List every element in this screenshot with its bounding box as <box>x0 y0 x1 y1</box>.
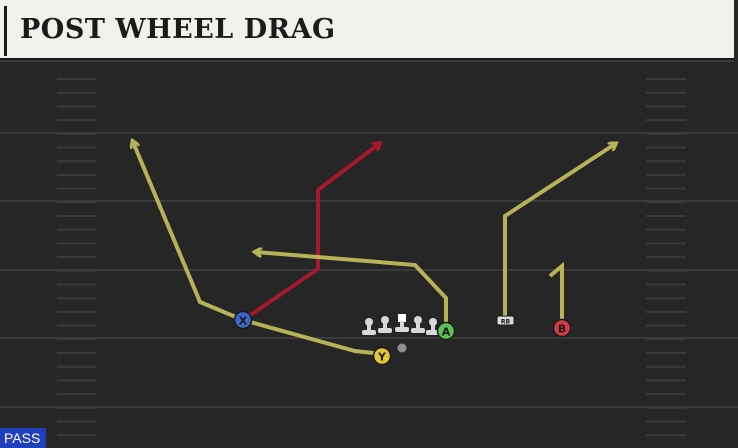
yard-lines <box>0 132 738 408</box>
route-a-drag <box>256 252 448 329</box>
field-surface <box>0 62 738 448</box>
hash-marks-right <box>646 78 686 437</box>
title-accent-bar <box>4 6 7 56</box>
center-icon <box>395 314 409 332</box>
lineman-icon <box>362 318 376 335</box>
player-a-label: A <box>442 326 451 339</box>
hash-marks-left <box>57 78 96 437</box>
route-b-curl <box>548 261 564 326</box>
player-a[interactable]: A <box>436 321 456 341</box>
lineman-icon <box>426 318 440 335</box>
route-rb-wheel <box>503 144 615 319</box>
quarterback-marker <box>397 343 407 353</box>
player-rb[interactable]: RB <box>496 315 515 326</box>
player-rb-label: RB <box>501 319 511 326</box>
route-x-post <box>241 144 379 322</box>
play-field: X Y A B RB <box>0 62 738 448</box>
lineman-icon <box>378 316 392 333</box>
player-x[interactable]: X <box>233 310 253 330</box>
player-y-label: Y <box>377 351 387 364</box>
player-b[interactable]: B <box>552 318 572 338</box>
play-type-badge: PASS <box>0 428 46 448</box>
route-y-underneath <box>242 318 383 356</box>
play-title-bar: POST WHEEL DRAG <box>0 0 734 60</box>
route-x-go <box>133 142 244 322</box>
offensive-line <box>362 314 440 335</box>
lineman-icon <box>411 316 425 333</box>
player-x-label: X <box>239 315 248 328</box>
play-title: POST WHEEL DRAG <box>20 14 336 45</box>
routes <box>133 142 615 356</box>
player-b-label: B <box>558 323 566 336</box>
player-y[interactable]: Y <box>372 346 392 366</box>
